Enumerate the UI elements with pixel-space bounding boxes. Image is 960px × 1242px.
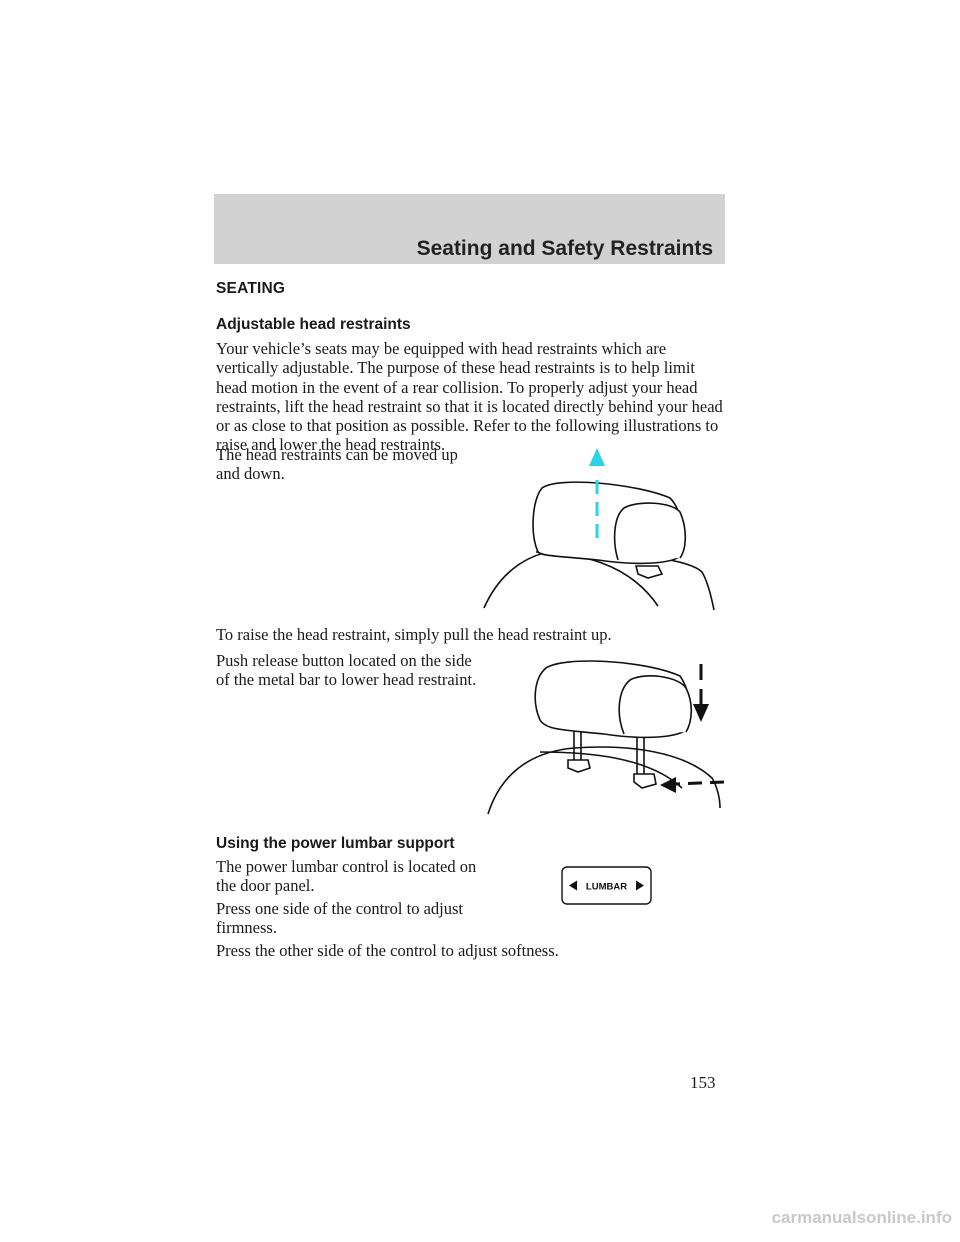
lumbar-control-switch: LUMBAR	[561, 866, 652, 905]
watermark: carmanualsonline.info	[771, 1208, 952, 1227]
head-restraints-move-text: The head restraints can be moved up and …	[216, 445, 458, 484]
head-restraint-lower-text: Push release button located on the side …	[216, 651, 477, 690]
left-triangle-icon	[569, 880, 577, 891]
header-band: Seating and Safety Restraints	[214, 194, 725, 264]
right-triangle-icon	[636, 880, 644, 891]
head-restraints-heading: Adjustable head restraints	[216, 316, 411, 333]
lumbar-firmness-text: Press one side of the control to adjust …	[216, 899, 464, 938]
head-restraint-raise-illustration	[483, 448, 715, 611]
section-heading: SEATING	[216, 280, 286, 297]
lumbar-location-text: The power lumbar control is located on t…	[216, 857, 477, 896]
head-restraints-intro: Your vehicle’s seats may be equipped wit…	[216, 339, 723, 455]
lumbar-control-label: LUMBAR	[586, 882, 627, 893]
page-number: 153	[690, 1073, 716, 1092]
head-restraint-lower-illustration	[487, 660, 725, 815]
head-restraint-raise-text: To raise the head restraint, simply pull…	[216, 625, 612, 644]
lumbar-heading: Using the power lumbar support	[216, 835, 455, 852]
page-section-title: Seating and Safety Restraints	[416, 237, 713, 260]
lumbar-softness-text: Press the other side of the control to a…	[216, 941, 559, 960]
